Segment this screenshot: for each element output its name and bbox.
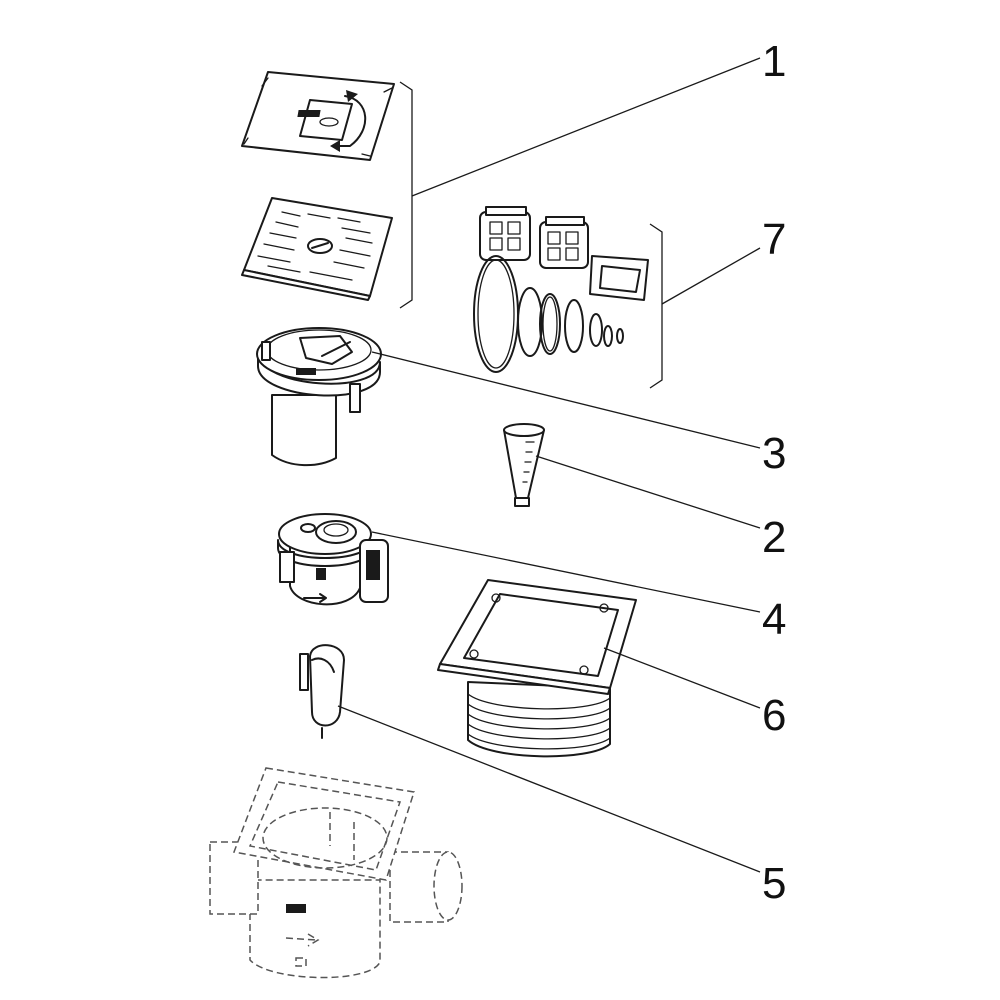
backflow-valve [277,513,389,606]
frame-extension [437,579,637,758]
funnel-sieve [503,423,545,507]
seal-kit [473,206,649,373]
callout-2: 2 [762,513,786,562]
drain-body [209,767,463,979]
slotted-grate [241,197,393,301]
float-key [299,644,345,739]
callout-3: 3 [762,429,786,478]
cover-plate [241,71,395,161]
callout-6: 6 [762,691,786,740]
callout-1: 1 [762,37,786,86]
callout-4: 4 [762,595,786,644]
trap-insert [256,327,382,467]
callout-7: 7 [762,215,786,264]
callout-5: 5 [762,859,786,908]
